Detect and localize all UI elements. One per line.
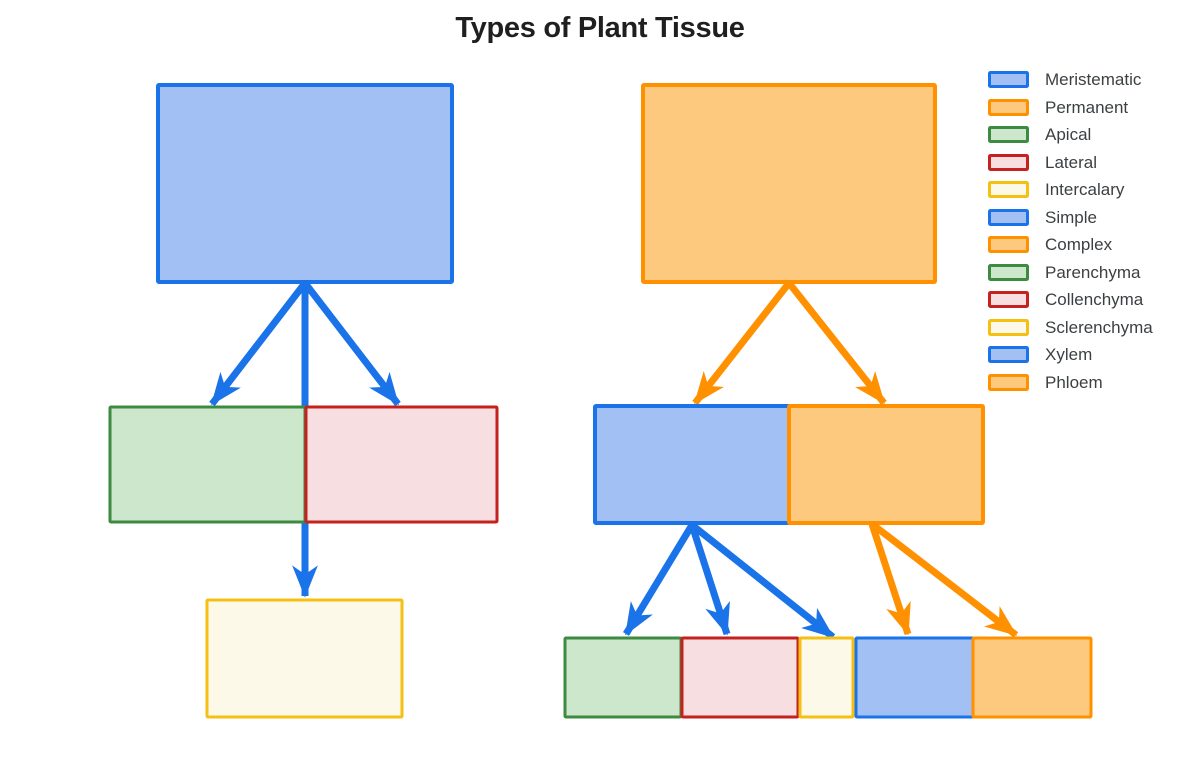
- edge-permanent-simple: [692, 280, 792, 406]
- edge-simple-parenchyma: [623, 523, 695, 636]
- legend-swatch-orange: [988, 98, 1029, 116]
- node-parenchyma: [563, 636, 683, 719]
- legend-swatch-blue: [988, 71, 1029, 89]
- legend-label: Collenchyma: [1045, 290, 1144, 310]
- node-permanent: [641, 83, 937, 284]
- edge-meristematic-lateral: [302, 280, 401, 407]
- legend-label: Simple: [1045, 207, 1097, 227]
- edge-complex-xylem: [868, 522, 912, 636]
- edge-simple-sclerenchyma: [689, 522, 836, 640]
- legend-item-meristematic: Meristematic: [988, 71, 1153, 89]
- legend-item-apical: Apical: [988, 126, 1153, 144]
- legend-swatch-red: [988, 291, 1029, 309]
- legend-swatch-green: [988, 263, 1029, 281]
- legend-item-parenchyma: Parenchyma: [988, 262, 1153, 282]
- legend-swatch-orange: [988, 236, 1029, 254]
- legend-label: Lateral: [1045, 152, 1097, 172]
- node-sclerenchyma: [798, 636, 855, 719]
- node-apical: [108, 405, 307, 524]
- node-collenchyma: [680, 636, 800, 719]
- legend-label: Parenchyma: [1045, 262, 1141, 282]
- legend-swatch-yellow: [988, 318, 1029, 336]
- diagram-title: Types of Plant Tissue: [455, 12, 745, 44]
- node-phloem: [971, 636, 1093, 719]
- edge-meristematic-apical: [209, 280, 308, 407]
- legend-swatch-red: [988, 153, 1029, 171]
- legend-swatch-blue: [988, 208, 1029, 226]
- legend-label: Apical: [1045, 125, 1092, 145]
- legend-item-sclerenchyma: Sclerenchyma: [988, 317, 1153, 337]
- legend-item-permanent: Permanent: [988, 97, 1153, 117]
- legend-swatch-blue: [988, 346, 1029, 364]
- edge-permanent-complex: [786, 280, 887, 406]
- legend-label: Sclerenchyma: [1045, 317, 1153, 337]
- node-complex: [787, 404, 985, 525]
- legend-swatch-green: [988, 126, 1029, 144]
- legend-label: Xylem: [1045, 345, 1093, 365]
- legend-item-xylem: Xylem: [988, 346, 1153, 364]
- legend-label: Meristematic: [1045, 70, 1142, 90]
- legend-label: Intercalary: [1045, 180, 1125, 200]
- legend-swatch-yellow: [988, 181, 1029, 199]
- node-simple: [593, 404, 791, 525]
- node-lateral: [304, 405, 499, 524]
- legend-item-phloem: Phloem: [988, 372, 1153, 392]
- legend-label: Permanent: [1045, 97, 1129, 117]
- legend-item-complex: Complex: [988, 236, 1153, 254]
- node-xylem: [854, 636, 975, 719]
- legend-item-simple: Simple: [988, 207, 1153, 227]
- edge-complex-phloem: [869, 521, 1019, 638]
- legend-item-collenchyma: Collenchyma: [988, 291, 1153, 309]
- node-meristematic: [156, 83, 454, 284]
- legend-item-lateral: Lateral: [988, 152, 1153, 172]
- legend-swatch-orange: [988, 373, 1029, 391]
- legend-label: Complex: [1045, 235, 1113, 255]
- edge-simple-collenchyma: [688, 523, 731, 636]
- node-intercalary: [205, 598, 404, 719]
- legend-label: Phloem: [1045, 372, 1103, 392]
- legend-item-intercalary: Intercalary: [988, 181, 1153, 199]
